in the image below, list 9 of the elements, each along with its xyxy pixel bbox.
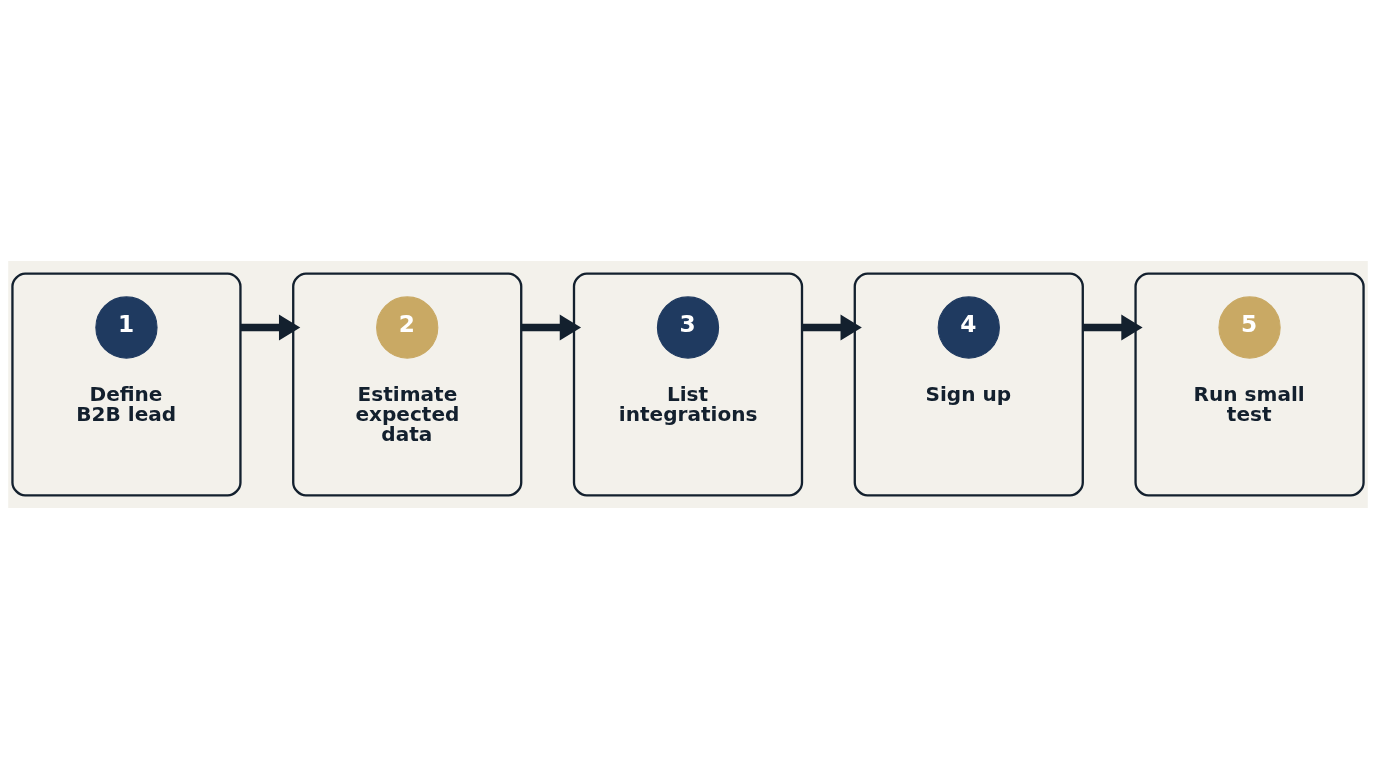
node-circle: 4 — [937, 295, 1000, 359]
arrow — [1082, 313, 1143, 341]
node-circle: 5 — [1218, 295, 1281, 359]
arrow — [802, 313, 862, 341]
node-circle: 3 — [656, 295, 720, 359]
node-circle: 2 — [376, 295, 439, 359]
node-circle: 1 — [95, 295, 158, 359]
arrow — [240, 313, 301, 341]
arrow — [521, 313, 582, 341]
